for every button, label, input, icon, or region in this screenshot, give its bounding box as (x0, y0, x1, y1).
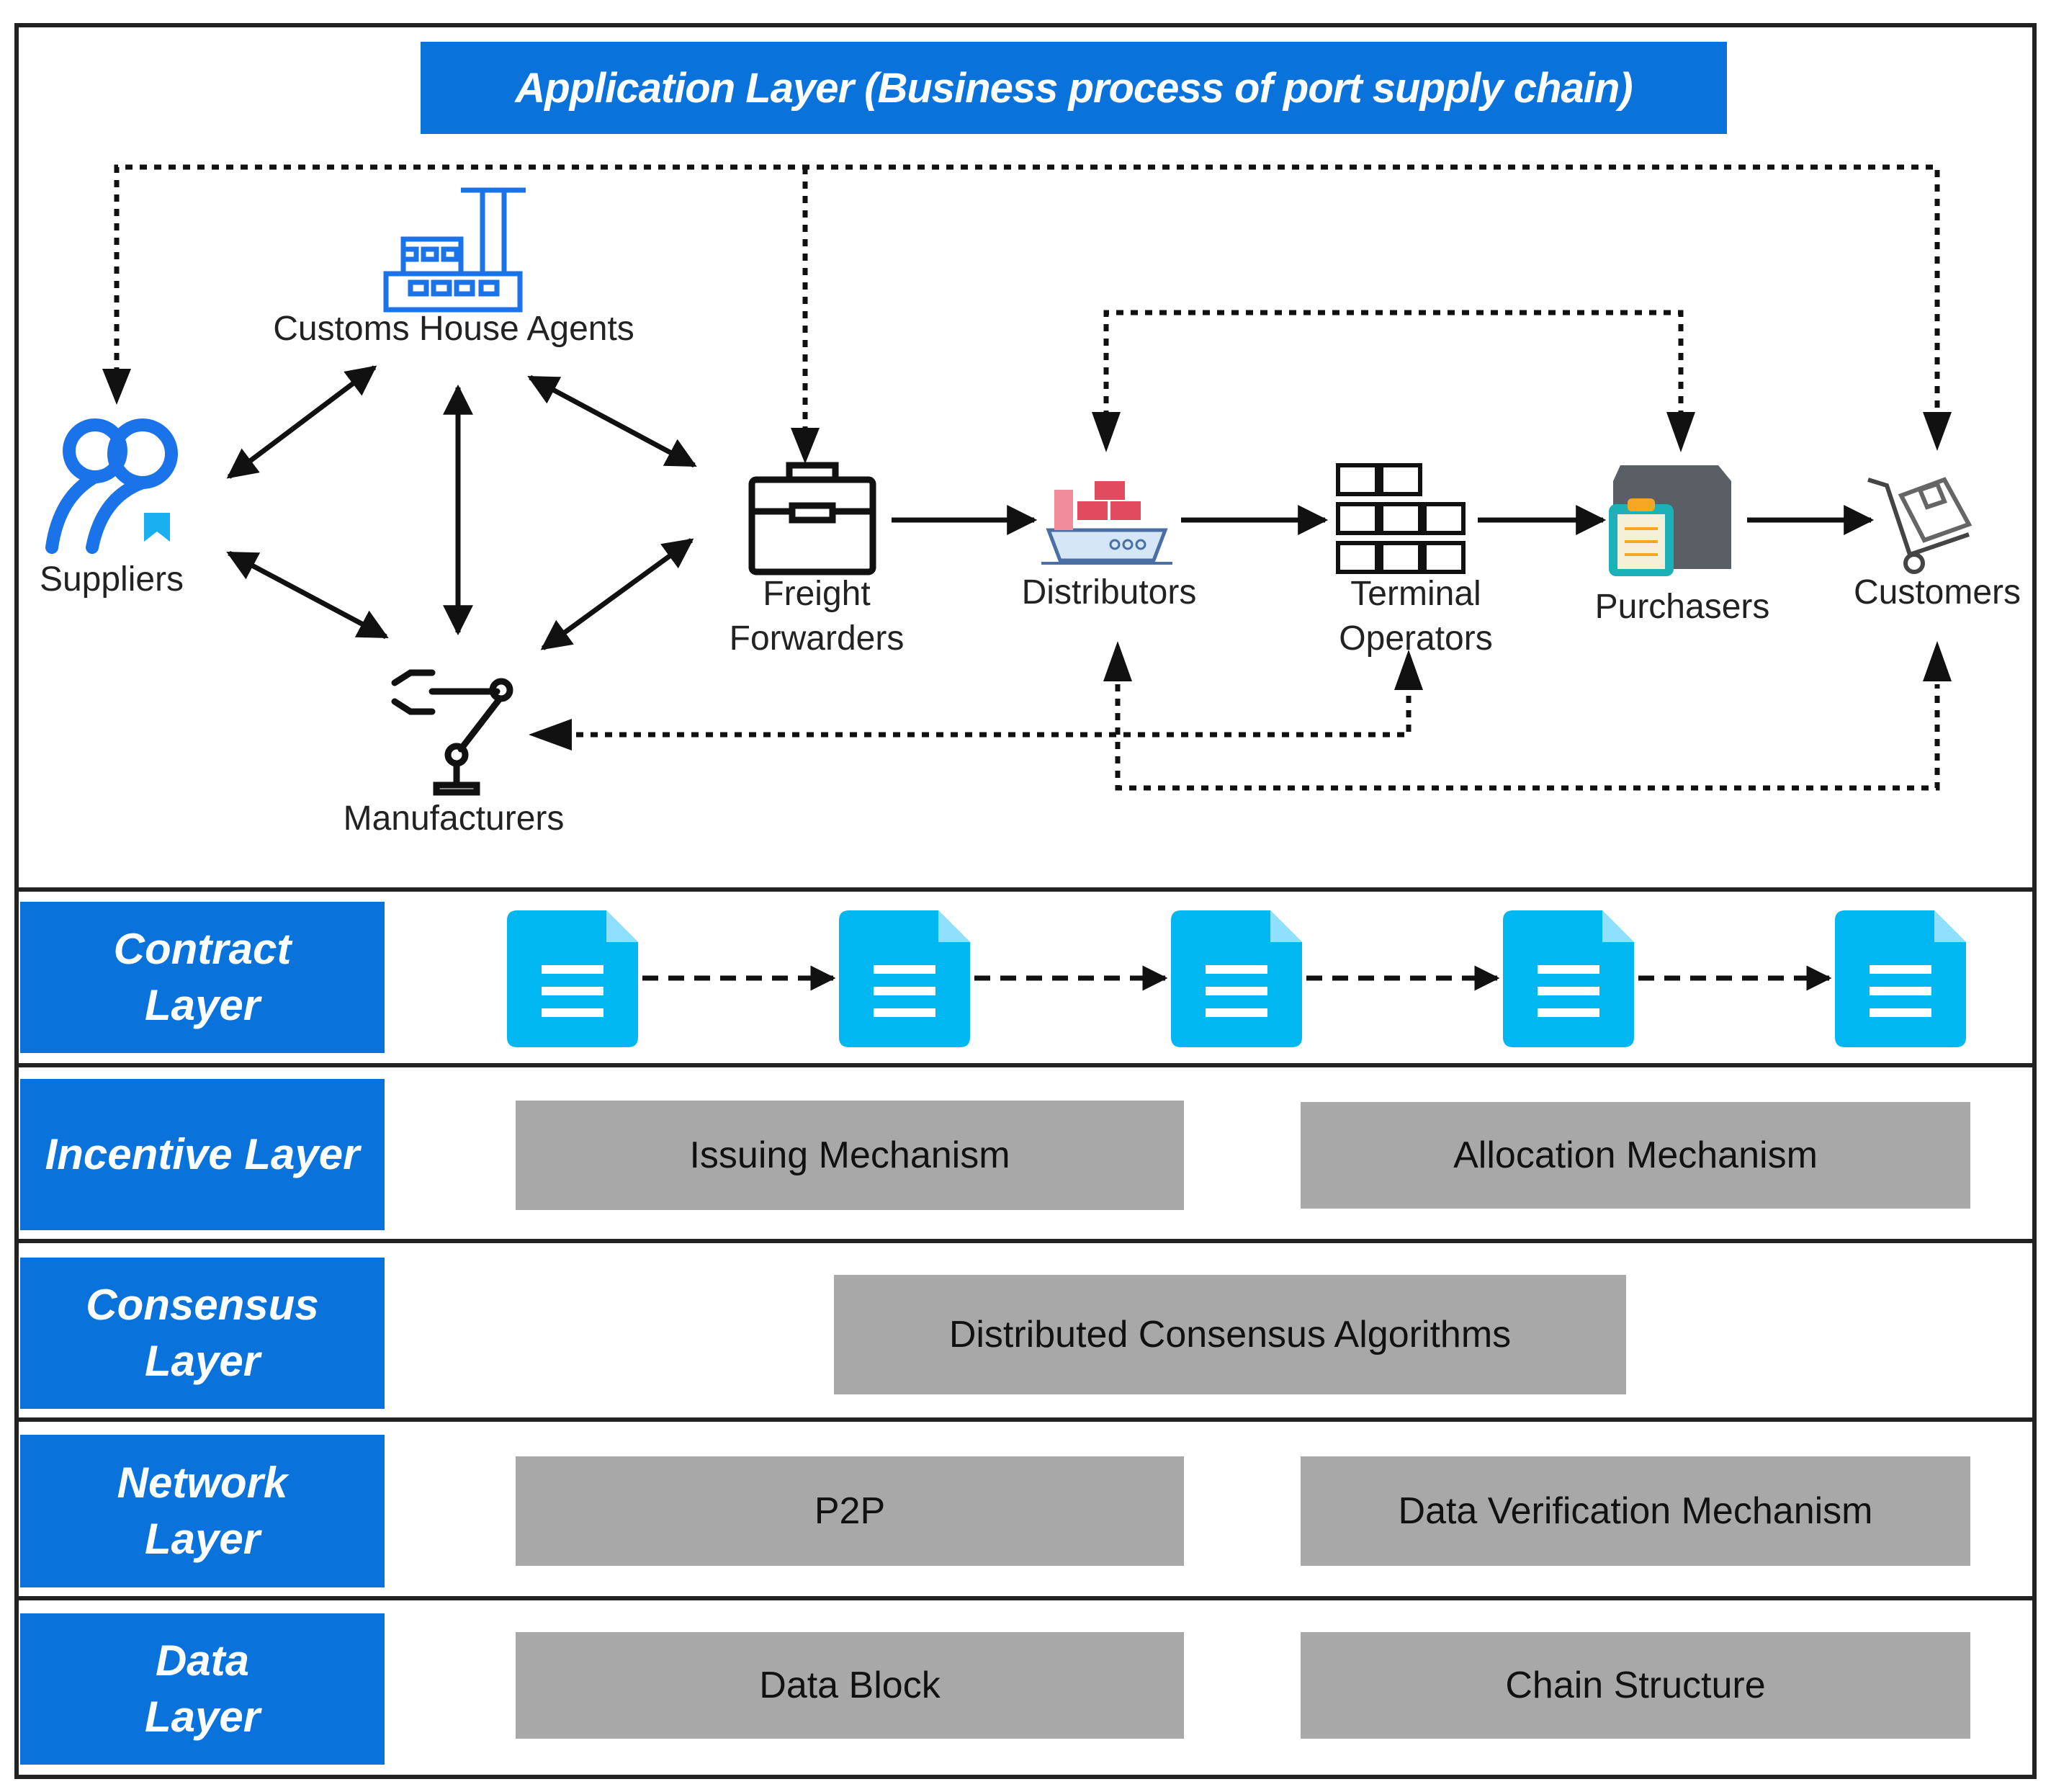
arrowhead-to-purchasers-top (1666, 412, 1695, 452)
arrowhead-to-freight (791, 428, 820, 464)
chain-structure-box: Chain Structure (1301, 1632, 1970, 1739)
distributed-consensus-box: Distributed Consensus Algorithms (834, 1275, 1626, 1394)
contract-document-icon (1503, 910, 1634, 1047)
bookmark-icon (144, 513, 170, 542)
briefcase-icon (748, 462, 876, 575)
dotted-distributors-purchasers (1103, 310, 1684, 418)
terminal-operators-label: Terminal Operators (1339, 575, 1493, 658)
data-block-box: Data Block (516, 1632, 1184, 1739)
customers-label: Customers (1853, 573, 2021, 611)
data-layer-label: Data Layer (20, 1613, 385, 1765)
network-layer-label: Network Layer (20, 1435, 385, 1587)
issuing-mechanism-box: Issuing Mechanism (516, 1101, 1184, 1210)
suppliers-label: Suppliers (39, 560, 184, 599)
incentive-layer-label: Incentive Layer (20, 1079, 385, 1230)
dotted-top-arrowheads (102, 369, 1952, 464)
manufacturers-label: Manufacturers (343, 799, 565, 838)
contract-document-icon (1171, 910, 1302, 1047)
contract-layer-label: Contract Layer (20, 902, 385, 1053)
solid-bidirectional-arrows (226, 365, 697, 650)
purchase-package-icon (1609, 465, 1731, 576)
customs-building-icon (383, 187, 526, 313)
container-ship-icon (1041, 481, 1172, 565)
data-verification-box: Data Verification Mechanism (1301, 1456, 1970, 1566)
customs-house-agents-label: Customs House Agents (273, 310, 634, 348)
application-layer-title: Application Layer (Business process of p… (421, 42, 1727, 134)
arrowhead-to-customers-bottom (1923, 641, 1952, 681)
dotted-bottom-loop (547, 684, 1940, 791)
contract-document-icon (839, 910, 970, 1047)
arrowhead-to-customers (1923, 412, 1952, 451)
distributors-label: Distributors (1021, 573, 1197, 611)
allocation-mechanism-box: Allocation Mechanism (1301, 1102, 1970, 1209)
arrowhead-to-suppliers (102, 369, 131, 405)
p2p-box: P2P (516, 1456, 1184, 1566)
purchasers-label: Purchasers (1594, 588, 1770, 626)
contract-document-icon (1835, 910, 1966, 1047)
arrowhead-to-distributors-bottom (1103, 641, 1132, 681)
arrowhead-to-terminal-bottom (1394, 650, 1423, 690)
hand-truck-icon (1867, 477, 1973, 574)
arrowhead-to-manufacturers (529, 719, 572, 751)
suppliers-icon (45, 418, 178, 554)
arrowhead-to-distributors-top (1092, 412, 1121, 452)
stacked-containers-icon (1336, 463, 1466, 574)
robot-arm-icon (391, 669, 513, 796)
consensus-layer-label: Consensus Layer (20, 1258, 385, 1409)
dotted-top-loop (114, 164, 1940, 438)
contract-document-icon (507, 910, 638, 1047)
freight-forwarders-label: Freight Forwarders (729, 575, 905, 658)
